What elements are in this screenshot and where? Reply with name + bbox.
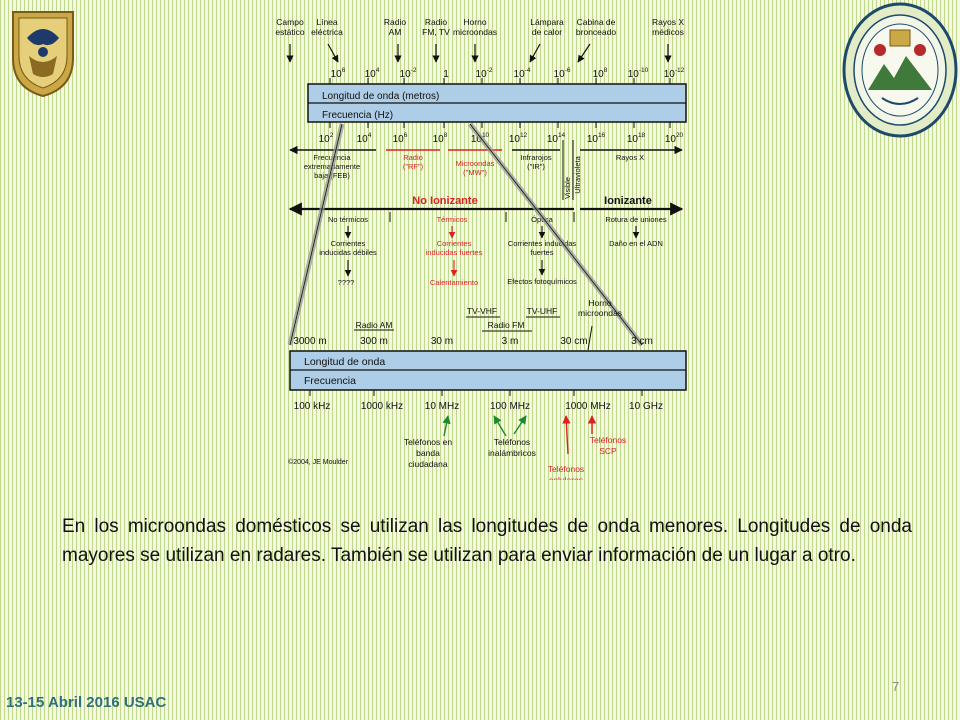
- frequency-tick: 104: [357, 132, 372, 145]
- lower-spectrum-band: Longitud de onda Frecuencia: [289, 350, 687, 391]
- lower-wavelength: 3 cm: [631, 336, 653, 347]
- frequency-tick: 1016: [587, 132, 606, 145]
- lower-wavelength: 3 m: [502, 336, 519, 347]
- non-ionizing-label: No Ionizante: [412, 195, 477, 207]
- source-arrows: [286, 43, 672, 63]
- lower-frequency: 100 kHz: [294, 401, 331, 412]
- footer-date: 13-15 Abril 2016 USAC: [6, 694, 167, 711]
- effects: No térmicos Térmicos Óptica Rotura de un…: [319, 215, 667, 287]
- wavelength-tick-marks: [329, 78, 671, 84]
- wavelength-tick: 10-2: [476, 67, 493, 80]
- effect-arrows: [344, 226, 640, 277]
- wavelength-tick: 10-10: [628, 67, 649, 80]
- lower-band-wavelength-label: Longitud de onda: [304, 356, 385, 368]
- wavelength-tick: 10-4: [514, 67, 531, 80]
- lower-wavelength: 300 m: [360, 336, 388, 347]
- tv-uhf: TV-UHF: [527, 306, 558, 316]
- top-spectrum-band: Longitud de onda (metros) Frecuencia (Hz…: [307, 83, 687, 123]
- no-termicos: No térmicos: [328, 215, 368, 224]
- frequency-tick: 102: [319, 132, 334, 145]
- band-frequency-label: Frecuencia (Hz): [322, 110, 393, 121]
- wavelength-tick-labels: 106 104 10-2 1 10-2 10-4 10-6 108 10-10 …: [331, 67, 685, 80]
- frequency-tick: 1018: [627, 132, 646, 145]
- body-paragraph: En los microondas domésticos se utilizan…: [62, 516, 912, 566]
- unknown-effect: ????: [338, 278, 355, 287]
- zoom-cone-inner: [289, 123, 643, 346]
- university-logo-left: [7, 8, 79, 98]
- radio-am-lower: Radio AM: [356, 320, 393, 330]
- lower-frequency: 1000 kHz: [361, 401, 403, 412]
- frequency-tick: 1010: [471, 132, 490, 145]
- mw-label: Microondas("MW"): [456, 159, 495, 177]
- lower-wavelength-labels: 3000 m 300 m 30 m 3 m 30 cm 3 cm: [293, 336, 653, 347]
- visible-label: Visible: [563, 177, 572, 199]
- frequency-tick: 108: [433, 132, 448, 145]
- copyright: ©2004, JE Moulder: [288, 458, 349, 466]
- slide-number: 7: [892, 679, 900, 694]
- lower-frequency: 10 MHz: [425, 401, 459, 412]
- efectos-fotoquimicos: Efectos fotoquímicos: [507, 277, 577, 286]
- tv-vhf: TV-VHF: [467, 306, 497, 316]
- frequency-tick-labels: 102 104 106 108 1010 1012 1014 1016 1018…: [319, 132, 684, 145]
- lower-source-lines: [354, 316, 593, 351]
- rf-label: Radio("RF"): [403, 153, 424, 171]
- calentamiento: Calentamiento: [430, 278, 478, 287]
- ionizing-label: Ionizante: [604, 195, 652, 207]
- frequency-tick: 1014: [547, 132, 566, 145]
- lower-frequency: 10 GHz: [629, 401, 663, 412]
- band-names: Frecuenciaextremadamentebaja (FEB) Radio…: [304, 153, 644, 199]
- xray-label: Rayos X: [616, 153, 644, 162]
- device-arrows: [442, 415, 597, 455]
- termicos: Térmicos: [437, 215, 468, 224]
- lower-frequency: 1000 MHz: [565, 401, 611, 412]
- lower-band-frequency-label: Frecuencia: [304, 375, 356, 387]
- band-region-lines: [289, 140, 683, 200]
- dano-adn: Daño en el ADN: [609, 239, 663, 248]
- ionization-bar: No Ionizante Ionizante: [288, 195, 684, 222]
- radio-fm-lower: Radio FM: [488, 320, 525, 330]
- lower-wavelength: 30 cm: [560, 336, 587, 347]
- lower-band-ticks: [309, 390, 643, 396]
- wavelength-tick: 10-2: [400, 67, 417, 80]
- university-seal-right: [832, 0, 959, 152]
- ir-label: Infrarojos("IR"): [520, 153, 552, 171]
- lower-frequency: 100 MHz: [490, 401, 530, 412]
- lower-frequency-labels: 100 kHz 1000 kHz 10 MHz 100 MHz 1000 MHz…: [294, 401, 663, 412]
- frequency-tick-marks: [329, 122, 671, 128]
- rotura-uniones: Rotura de uniones: [605, 215, 667, 224]
- frequency-tick: 1020: [665, 132, 684, 145]
- wavelength-tick: 108: [593, 67, 608, 80]
- wavelength-tick: 10-12: [664, 67, 685, 80]
- band-wavelength-label: Longitud de onda (metros): [322, 91, 439, 102]
- lower-wavelength: 30 m: [431, 336, 453, 347]
- wavelength-tick: 1: [443, 69, 449, 80]
- wavelength-tick: 104: [365, 67, 380, 80]
- lower-wavelength: 3000 m: [293, 336, 326, 347]
- frequency-tick: 1012: [509, 132, 528, 145]
- wavelength-tick: 10-6: [554, 67, 571, 80]
- frequency-tick: 106: [393, 132, 408, 145]
- wavelength-tick: 106: [331, 67, 346, 80]
- ultraviolet-label: Ultravioleta: [573, 155, 582, 193]
